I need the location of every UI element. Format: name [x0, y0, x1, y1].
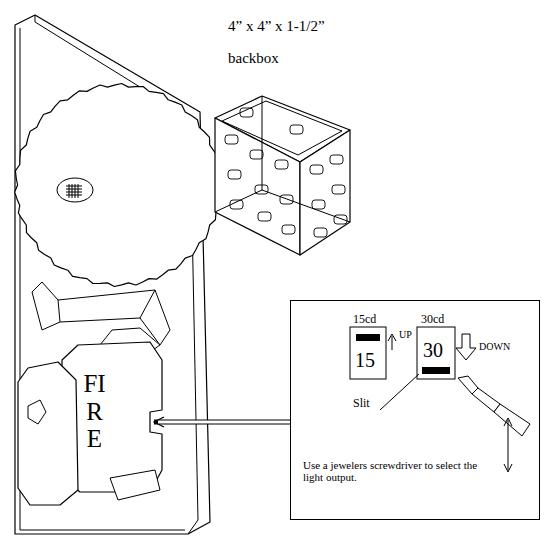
knockout	[240, 108, 253, 117]
screwdriver-shaft	[472, 388, 500, 412]
speaker-cone	[15, 84, 222, 287]
slit-label: Slit	[353, 397, 370, 410]
knockout	[230, 200, 243, 209]
up-arrow	[388, 334, 396, 350]
motion-arrow	[504, 418, 512, 472]
part-label: backbox	[228, 50, 279, 67]
knockout	[312, 200, 325, 209]
backbox-rim	[222, 101, 342, 155]
dimension-label: 4” x 4” x 1-1/2”	[228, 18, 325, 35]
knockout	[290, 125, 303, 134]
setting-number: 30	[423, 339, 443, 361]
candela-label: 15cd	[353, 313, 376, 326]
arrow-core	[158, 421, 290, 424]
tab-15	[350, 327, 386, 379]
housing-foot	[110, 470, 160, 500]
knockout	[332, 185, 345, 194]
knockout	[250, 150, 263, 159]
horn-edge	[58, 290, 155, 322]
hub-grid	[66, 192, 82, 193]
backbox-inner	[215, 96, 350, 222]
knockout	[282, 225, 295, 234]
hub-grid	[78, 184, 79, 198]
hub-grid	[66, 195, 82, 196]
backbox-side	[300, 130, 350, 255]
hub-grid	[66, 189, 82, 190]
setting-number: 15	[355, 349, 375, 371]
connector-group	[154, 422, 290, 423]
knockout	[225, 135, 238, 144]
knockout	[310, 165, 323, 174]
indicator-bar	[356, 334, 380, 341]
backbox-front	[215, 118, 300, 255]
screwdriver-handle	[494, 404, 530, 436]
knockout	[228, 170, 241, 179]
tab-30	[417, 327, 455, 379]
down-arrow	[456, 334, 476, 360]
direction-label: DOWN	[479, 341, 510, 352]
knockout	[314, 228, 327, 237]
knockout	[255, 185, 268, 194]
strobe-housing-box: FIRE	[60, 340, 162, 495]
hub-grid	[72, 184, 73, 198]
knockout	[280, 195, 293, 204]
instruction-note: Use a jewelers screwdriver to select the…	[303, 459, 478, 483]
knockout	[334, 215, 347, 224]
lens-spot	[28, 400, 46, 424]
knockout	[258, 212, 271, 221]
fire-marking: FIRE	[82, 370, 107, 453]
knockout	[330, 155, 343, 164]
slit-leader	[380, 374, 419, 410]
detail-inset: 15cd 15 UP 30cd 30 DOWN SlitUse a jewelers scr…	[290, 300, 540, 520]
pointer-arrow	[154, 420, 290, 425]
candela-label: 30cd	[421, 313, 444, 326]
hub-grid	[66, 186, 82, 187]
indicator-bar	[422, 367, 450, 374]
hub-grid	[75, 184, 76, 198]
direction-label: UP	[399, 329, 412, 340]
knockout	[275, 160, 288, 169]
strobe-lens	[18, 362, 78, 505]
speaker-hub	[57, 178, 93, 202]
